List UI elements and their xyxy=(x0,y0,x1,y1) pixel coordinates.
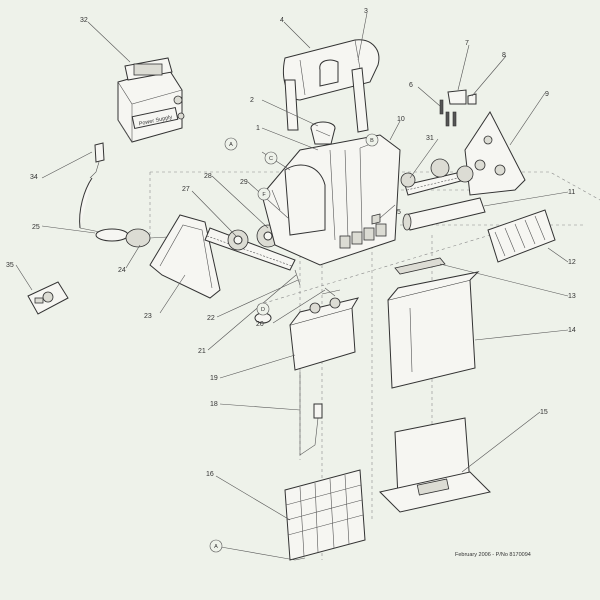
circled-letter-c-text: C xyxy=(269,156,273,162)
circled-letter-a-bottom: A xyxy=(209,539,223,553)
callout-2: 2 xyxy=(250,97,254,104)
callout-15: 15 xyxy=(540,409,548,416)
side-plate-part xyxy=(149,214,221,299)
motor-cable-part xyxy=(299,372,323,456)
callout-12: 12 xyxy=(568,259,576,266)
callout-19: 19 xyxy=(210,375,218,382)
callout-6: 6 xyxy=(409,82,413,89)
callout-8: 8 xyxy=(502,52,506,59)
callout-31: 31 xyxy=(426,135,434,142)
clip-part xyxy=(394,257,446,275)
robot-body-part xyxy=(261,134,401,266)
callout-23: 23 xyxy=(144,313,152,320)
callout-32: 32 xyxy=(80,17,88,24)
callout-11: 11 xyxy=(568,189,575,196)
motor-unit-part xyxy=(289,297,360,371)
basket-part xyxy=(284,469,366,561)
remote-control-part xyxy=(27,281,69,315)
power-supply-part: Power Supply xyxy=(117,57,185,143)
circled-letter-a-top: A xyxy=(224,137,238,151)
filter-frame-part xyxy=(379,417,491,513)
callout-18: 18 xyxy=(210,401,218,408)
leader-lines xyxy=(15,12,569,561)
callout-3: 3 xyxy=(364,8,368,15)
handle-part xyxy=(283,39,380,133)
callout-24: 24 xyxy=(118,267,126,274)
callout-28: 28 xyxy=(204,173,212,180)
callout-27: 27 xyxy=(182,186,190,193)
callout-20: 20 xyxy=(256,321,264,328)
callout-1: 1 xyxy=(256,125,260,132)
bracket-part xyxy=(371,213,381,225)
callout-7: 7 xyxy=(465,40,469,47)
callout-9: 9 xyxy=(545,91,549,98)
right-side-plate-part xyxy=(464,111,526,196)
callout-4: 4 xyxy=(280,17,284,24)
right-track-part xyxy=(400,158,474,196)
callout-16: 16 xyxy=(206,471,214,478)
circled-letter-f-text: F xyxy=(262,192,266,198)
impeller-part xyxy=(310,121,336,145)
swivel-part xyxy=(95,228,186,248)
left-track-part xyxy=(204,213,299,271)
small-hardware-parts xyxy=(439,89,477,127)
bolt-part xyxy=(294,557,306,561)
circled-letter-b: B xyxy=(365,133,379,147)
callout-14: 14 xyxy=(568,327,576,334)
circled-letter-a-bottom-text: A xyxy=(214,544,218,550)
callout-10: 10 xyxy=(397,116,405,123)
callout-13: 13 xyxy=(568,293,576,300)
callout-34: 34 xyxy=(30,174,38,181)
callout-25: 25 xyxy=(32,224,40,231)
callout-35: 35 xyxy=(6,262,14,269)
callout-22: 22 xyxy=(207,315,215,322)
circled-letter-d-text: D xyxy=(261,307,265,313)
floating-cable-part xyxy=(79,177,131,237)
circled-letter-d: D xyxy=(256,302,270,316)
circled-letter-c: C xyxy=(264,151,278,165)
circled-letter-b-text: B xyxy=(370,138,374,144)
callout-21: 21 xyxy=(198,348,206,355)
axle-roller-part xyxy=(402,197,486,231)
circled-letter-a-text: A xyxy=(229,142,233,148)
footer-note: February 2006 - P/No 8170094 xyxy=(455,552,531,558)
connector-part xyxy=(89,142,105,179)
brush-part xyxy=(487,209,556,263)
circled-letter-f: F xyxy=(257,187,271,201)
callout-29: 29 xyxy=(240,179,248,186)
filter-bag-part xyxy=(387,271,480,389)
callout-5: 5 xyxy=(397,209,401,216)
